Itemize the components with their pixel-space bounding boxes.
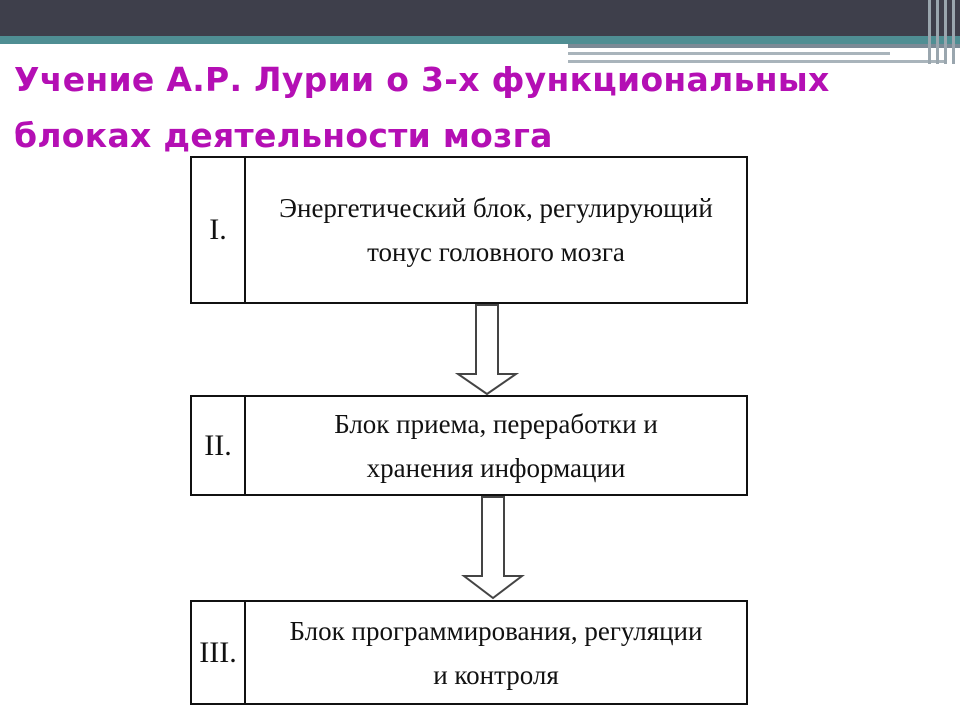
header-accent-bar — [952, 0, 955, 64]
block-information: II. Блок приема, переработки и хранения … — [190, 395, 748, 496]
header-accent-line — [568, 44, 960, 48]
header-accent-line — [568, 60, 944, 63]
header-stripe — [0, 36, 960, 44]
block-description: Энергетический блок, регулирующий тонус … — [279, 193, 713, 267]
header-accent-bar — [944, 0, 947, 64]
down-arrow-icon — [455, 304, 519, 396]
block-number: I. — [192, 158, 246, 302]
block-description: Блок программирования, регуляции и контр… — [289, 615, 703, 690]
header-bar — [0, 0, 960, 36]
header-accent-line — [568, 52, 890, 55]
header-accent-bar — [936, 0, 939, 64]
block-programming: III. Блок программирования, регуляции и … — [190, 600, 748, 705]
block-description: Блок приема, переработки и хранения инфо… — [334, 408, 658, 483]
header-accent-bar — [928, 0, 931, 64]
down-arrow-icon — [461, 496, 525, 600]
slide-title: Учение А.Р. Лурии о 3-х функциональных б… — [14, 60, 830, 155]
block-number: III. — [192, 602, 246, 703]
block-number: II. — [192, 397, 246, 494]
block-energetic: I. Энергетический блок, регулирующий тон… — [190, 156, 748, 304]
